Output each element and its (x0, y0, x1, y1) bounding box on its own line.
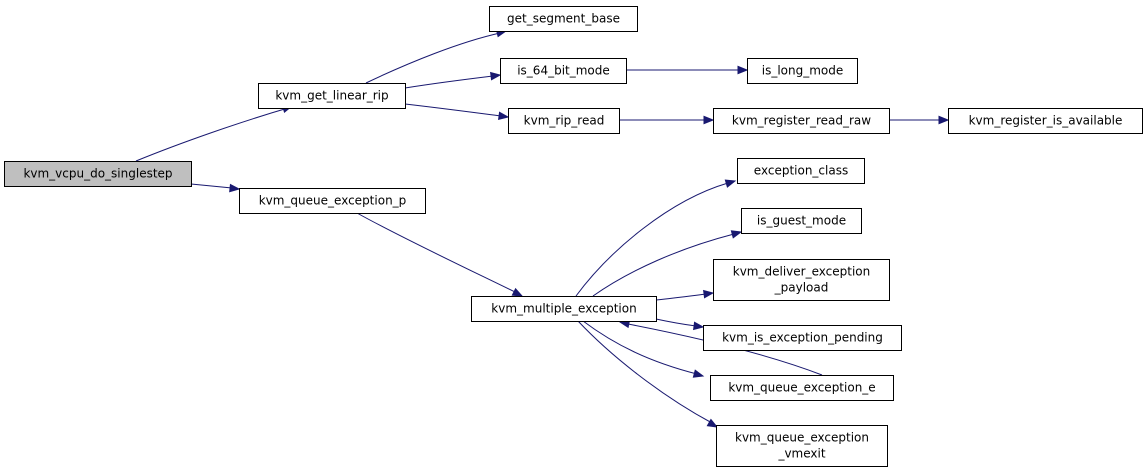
edge-line (575, 182, 729, 297)
node-label: kvm_register_is_available (969, 114, 1123, 128)
node-kvm-register-is-available[interactable]: kvm_register_is_available (948, 108, 1143, 134)
node-is-64-bit-mode[interactable]: is_64_bit_mode (500, 58, 627, 84)
node-label: kvm_rip_read (524, 114, 605, 128)
node-kvm-multiple-exception[interactable]: kvm_multiple_exception (471, 296, 657, 322)
node-kvm-get-linear-rip[interactable]: kvm_get_linear_rip (258, 83, 406, 109)
edge-kvm-multiple-exception-to-kvm-queue-exception-vmexit (577, 320, 719, 428)
node-label: _payload (774, 281, 829, 295)
edge-kvm-multiple-exception-to-kvm-deliver-exception-payload (655, 289, 715, 301)
arrowhead-icon (724, 179, 737, 188)
node-label: is_guest_mode (757, 214, 846, 228)
node-exception-class[interactable]: exception_class (737, 158, 865, 184)
node-kvm-register-read-raw[interactable]: kvm_register_read_raw (713, 108, 890, 134)
edge-kvm-multiple-exception-to-kvm-queue-exception-e (582, 320, 705, 378)
edge-line (655, 318, 697, 327)
node-kvm-vcpu-do-singlestep: kvm_vcpu_do_singlestep (4, 161, 192, 187)
node-box (703, 325, 902, 351)
node-box (239, 188, 426, 214)
node-label: kvm_queue_exception_p (259, 194, 407, 208)
node-box (489, 6, 638, 32)
node-label: kvm_vcpu_do_singlestep (23, 167, 172, 181)
node-is-guest-mode[interactable]: is_guest_mode (741, 208, 862, 234)
arrowhead-icon (703, 115, 715, 125)
edge-kvm-vcpu-do-singlestep-to-kvm-get-linear-rip (135, 104, 294, 162)
edge-line (356, 212, 518, 294)
edge-kvm-register-read-raw-to-kvm-register-is-available (889, 115, 950, 125)
node-label: kvm_queue_exception (735, 431, 869, 445)
call-graph-nodes: kvm_vcpu_do_singlestep kvm_get_linear_rip… (4, 6, 1143, 467)
edge-kvm-multiple-exception-to-is-guest-mode (592, 230, 743, 297)
node-box (716, 425, 888, 467)
node-label: exception_class (754, 164, 848, 178)
edge-kvm-get-linear-rip-to-is-64-bit-mode (404, 71, 502, 89)
call-graph-edges (135, 28, 950, 428)
node-kvm-rip-read[interactable]: kvm_rip_read (508, 108, 620, 134)
edge-kvm-queue-exception-p-to-kvm-multiple-exception (356, 212, 524, 297)
node-box (747, 58, 858, 84)
node-label: kvm_get_linear_rip (275, 89, 388, 103)
node-label: kvm_queue_exception_e (728, 381, 875, 395)
node-box (500, 58, 627, 84)
arrowhead-icon (703, 289, 715, 299)
node-label: kvm_register_read_raw (732, 114, 871, 128)
edge-line (190, 183, 233, 189)
arrowhead-icon (706, 418, 719, 428)
node-box (710, 375, 894, 401)
edge-line (404, 75, 494, 89)
arrowhead-icon (490, 71, 502, 81)
node-box (713, 108, 890, 134)
node-get-segment-base[interactable]: get_segment_base (489, 6, 638, 32)
node-box (508, 108, 620, 134)
arrowhead-icon (511, 287, 524, 297)
arrowhead-icon (730, 230, 743, 239)
edge-kvm-get-linear-rip-to-get-segment-base (365, 28, 508, 84)
edge-kvm-multiple-exception-to-kvm-is-exception-pending (655, 318, 705, 331)
edge-kvm-get-linear-rip-to-kvm-rip-read (404, 103, 510, 121)
arrowhead-icon (737, 65, 749, 75)
arrowhead-icon (229, 183, 241, 193)
node-box (471, 296, 657, 322)
edge-line (135, 107, 289, 162)
node-label: is_64_bit_mode (517, 64, 610, 78)
node-box (741, 208, 862, 234)
edge-kvm-multiple-exception-to-exception-class (575, 179, 737, 297)
node-box (713, 259, 890, 301)
node-box (737, 158, 865, 184)
node-label: is_long_mode (762, 64, 844, 78)
node-box (948, 108, 1143, 134)
node-kvm-queue-exception-vmexit[interactable]: kvm_queue_exception _vmexit (716, 425, 888, 467)
arrowhead-icon (692, 369, 705, 378)
edge-kvm-rip-read-to-kvm-register-read-raw (619, 115, 715, 125)
edge-line (365, 32, 501, 84)
node-box (258, 83, 406, 109)
node-label: kvm_multiple_exception (491, 302, 636, 316)
node-label: kvm_is_exception_pending (722, 331, 883, 345)
edge-line (404, 103, 502, 117)
node-kvm-deliver-exception-payload[interactable]: kvm_deliver_exception _payload (713, 259, 890, 301)
node-kvm-queue-exception-p[interactable]: kvm_queue_exception_p (239, 188, 426, 214)
node-kvm-queue-exception-e[interactable]: kvm_queue_exception_e (710, 375, 894, 401)
node-label: kvm_deliver_exception (733, 265, 870, 279)
edge-kvm-vcpu-do-singlestep-to-kvm-queue-exception-p (190, 183, 241, 193)
node-box (4, 161, 192, 187)
arrowhead-icon (498, 111, 510, 121)
edge-line (582, 320, 698, 375)
node-label: get_segment_base (507, 12, 620, 26)
node-label: _vmexit (777, 447, 825, 461)
edge-line (577, 320, 713, 424)
edge-line (655, 293, 707, 301)
edge-line (592, 233, 735, 297)
edge-is-64-bit-mode-to-is-long-mode (626, 65, 749, 75)
node-kvm-is-exception-pending[interactable]: kvm_is_exception_pending (703, 325, 902, 351)
node-is-long-mode[interactable]: is_long_mode (747, 58, 858, 84)
arrowhead-icon (938, 115, 950, 125)
arrowhead-icon (693, 321, 705, 331)
